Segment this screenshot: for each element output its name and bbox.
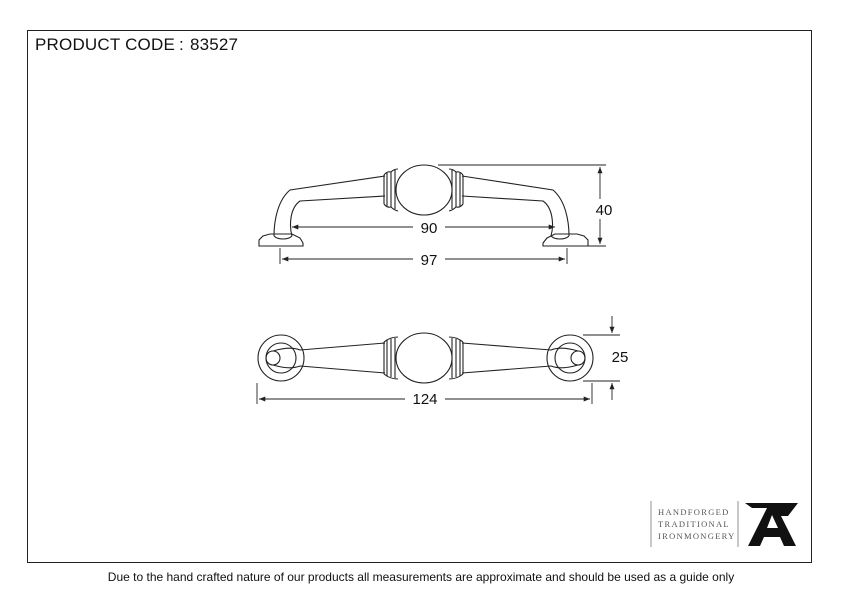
inner-length-dimension-label: 90 (421, 220, 438, 237)
handle-side-view (258, 164, 589, 247)
product-code-heading: PRODUCT CODE:83527 (35, 35, 238, 55)
brand-block: HANDFORGED TRADITIONAL IRONMONGERY (650, 501, 798, 547)
height-dimension-label: 40 (596, 202, 613, 219)
handle-top-view (257, 332, 594, 384)
inner-length-label-bg (413, 218, 445, 236)
outer-length-dimension-label: 97 (421, 252, 438, 269)
outer-length-label-bg (413, 250, 445, 268)
brand-line-1: HANDFORGED (658, 507, 730, 517)
footer-disclaimer: Due to the hand crafted nature of our pr… (107, 570, 735, 584)
drawing-frame (27, 30, 812, 563)
rose-diameter-dimension (583, 316, 620, 400)
height-label-bg (591, 199, 617, 219)
top-length-label-bg (405, 390, 445, 408)
product-code-label: PRODUCT CODE (35, 35, 175, 54)
anvil-a-icon (745, 503, 798, 546)
rose-diameter-dimension-label: 25 (612, 349, 629, 366)
top-length-dimension-label: 124 (412, 391, 437, 408)
brand-line-3: IRONMONGERY (658, 531, 736, 541)
product-code-value: 83527 (189, 35, 239, 54)
brand-line-2: TRADITIONAL (658, 519, 730, 529)
product-code-separator: : (179, 35, 184, 54)
